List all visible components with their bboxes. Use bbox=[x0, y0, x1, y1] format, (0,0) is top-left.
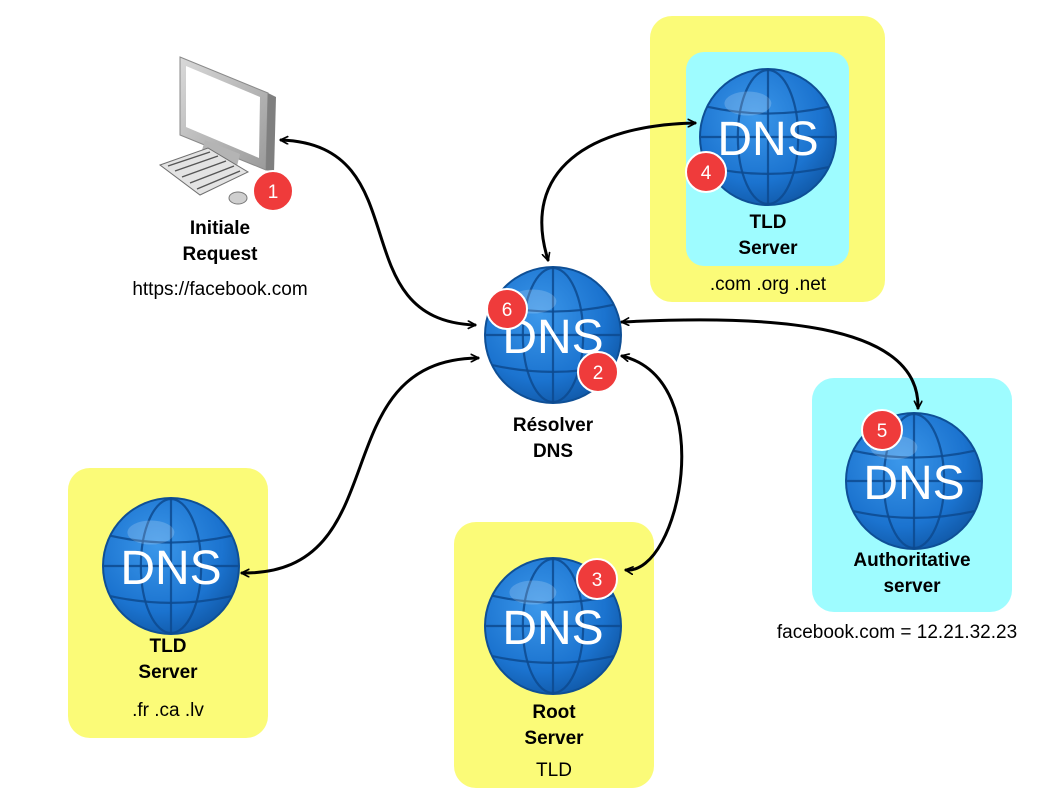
tld-left-globe-text: DNS bbox=[120, 542, 221, 595]
computer-icon bbox=[158, 56, 276, 205]
tld-top-dns-globe bbox=[699, 68, 837, 206]
tld-left-title-line1: TLD bbox=[149, 636, 187, 657]
resolver-title: Résolver DNS bbox=[473, 413, 633, 465]
root-globe-text: DNS bbox=[502, 602, 603, 655]
tld-left-dns-globe bbox=[102, 497, 240, 635]
svg-text:6: 6 bbox=[502, 300, 513, 321]
resolver-title-line2: DNS bbox=[532, 441, 574, 462]
tld-top-domains: .com .org .net bbox=[709, 274, 827, 295]
authoritative-title: Authoritative server bbox=[812, 548, 1012, 600]
client-title: Initiale Request bbox=[140, 216, 300, 268]
tld-top-globe-text: DNS bbox=[717, 113, 818, 166]
tld-top-title: TLD Server bbox=[688, 210, 848, 262]
step-badge-6: 6 bbox=[486, 288, 528, 330]
svg-text:3: 3 bbox=[592, 570, 603, 591]
authoritative-title-line1: Authoritative bbox=[853, 550, 971, 571]
arrow-resolver-tld-left bbox=[242, 358, 478, 573]
tld-top-title-line1: TLD bbox=[749, 212, 787, 233]
client-url: https://facebook.com bbox=[132, 279, 308, 300]
resolver-title-line1: Résolver bbox=[512, 415, 594, 436]
arrow-client-resolver bbox=[281, 140, 475, 325]
arrow-resolver-tld-top bbox=[540, 123, 695, 260]
root-title: Root Server bbox=[474, 700, 634, 752]
root-title-line1: Root bbox=[532, 702, 576, 723]
root-title-line2: Server bbox=[524, 728, 584, 749]
step-badge-3: 3 bbox=[576, 558, 618, 600]
tld-left-domains: .fr .ca .lv bbox=[132, 700, 204, 721]
client-title-line2: Request bbox=[182, 244, 258, 265]
arrow-resolver-root bbox=[622, 356, 684, 570]
step-badge-2: 2 bbox=[577, 351, 619, 393]
svg-text:5: 5 bbox=[877, 421, 888, 442]
authoritative-title-line2: server bbox=[883, 576, 941, 597]
step-badge-5: 5 bbox=[861, 409, 903, 451]
tld-left-title: TLD Server bbox=[88, 634, 248, 686]
client-title-line1: Initiale bbox=[189, 218, 251, 239]
authoritative-globe-text: DNS bbox=[863, 457, 964, 510]
svg-text:4: 4 bbox=[701, 163, 712, 184]
step-badge-4: 4 bbox=[685, 151, 727, 193]
root-domains: TLD bbox=[536, 760, 572, 781]
svg-text:1: 1 bbox=[268, 182, 279, 203]
svg-text:2: 2 bbox=[593, 363, 604, 384]
tld-top-title-line2: Server bbox=[738, 238, 798, 259]
step-badge-1: 1 bbox=[252, 170, 294, 212]
tld-left-title-line2: Server bbox=[138, 662, 198, 683]
authoritative-record: facebook.com = 12.21.32.23 bbox=[776, 622, 1018, 643]
arrow-resolver-authoritative bbox=[622, 320, 918, 408]
